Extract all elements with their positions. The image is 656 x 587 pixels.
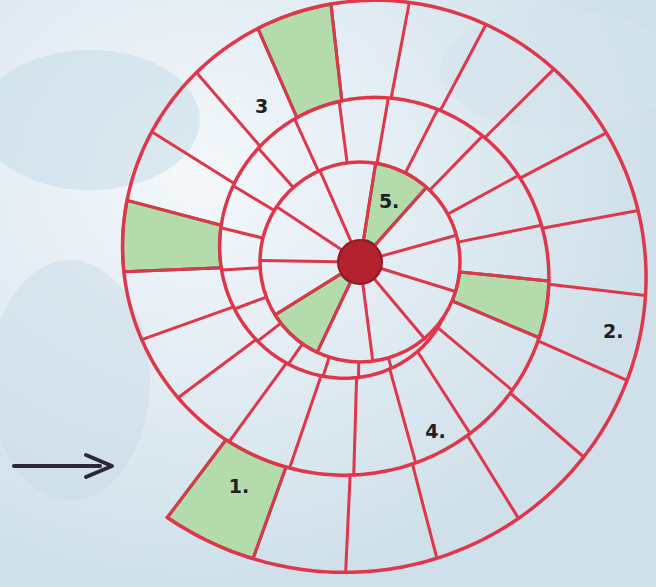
green-cell — [452, 272, 549, 338]
cell-divider — [229, 363, 286, 442]
centre-divider — [363, 163, 375, 240]
cell-divider — [458, 225, 541, 242]
green-cell — [167, 440, 286, 559]
cell-divider — [542, 211, 638, 229]
cell-divider — [448, 175, 519, 214]
start-arrow — [14, 455, 112, 477]
cell-divider — [235, 297, 267, 309]
cell-divider — [339, 101, 347, 162]
callout-number: 3 — [255, 96, 268, 115]
cell-divider — [323, 357, 329, 376]
cell-divider — [485, 69, 554, 138]
centre-dot — [338, 240, 382, 284]
cell-divider — [178, 340, 256, 398]
watercolor-blot — [440, 10, 656, 130]
green-wedge — [363, 163, 426, 245]
cell-divider — [452, 301, 539, 338]
cell-divider — [258, 148, 293, 187]
cell-divider — [233, 186, 274, 211]
cell-divider — [438, 328, 512, 391]
cell-divider — [357, 362, 360, 377]
cell-divider — [167, 440, 226, 518]
centre-divider — [381, 235, 456, 256]
cell-divider — [196, 73, 260, 147]
cell-divider — [127, 200, 221, 225]
arrow-head — [86, 455, 112, 477]
callout-number: 2. — [603, 322, 623, 341]
centre-divider — [381, 269, 456, 292]
callout-number: 1. — [229, 476, 249, 495]
callout-number: 4. — [425, 421, 445, 440]
cell-divider — [222, 268, 261, 270]
cell-divider — [288, 344, 302, 364]
centre-divider — [374, 279, 424, 339]
arrow-shaft — [14, 464, 100, 468]
cell-divider — [152, 132, 235, 184]
cell-divider — [354, 378, 357, 475]
cell-divider — [538, 341, 627, 380]
green-wedge — [275, 274, 350, 353]
cell-divider — [440, 25, 486, 111]
cell-divider — [258, 323, 281, 341]
board-drawing — [123, 0, 646, 572]
cell-divider — [412, 464, 436, 558]
spiral-wall — [123, 0, 646, 572]
cell-divider — [377, 98, 388, 164]
cell-divider — [391, 2, 409, 98]
cell-divider — [459, 272, 548, 281]
centre-divider — [277, 207, 342, 250]
centre-circle — [260, 162, 460, 362]
watercolor-blot — [0, 50, 200, 190]
cell-divider — [331, 4, 342, 101]
cell-divider — [430, 136, 483, 190]
green-cell — [123, 200, 222, 271]
centre-divider — [260, 261, 338, 262]
centre-divider — [317, 282, 350, 352]
cell-divider — [405, 109, 437, 172]
cell-divider — [253, 467, 286, 559]
cell-divider — [142, 307, 234, 340]
centre-divider — [275, 274, 341, 315]
cell-divider — [124, 268, 221, 272]
cell-divider — [510, 393, 583, 457]
centre-divider — [363, 284, 373, 361]
centre-divider — [320, 170, 351, 241]
cell-divider — [221, 228, 263, 238]
cell-divider — [295, 119, 319, 171]
callout-number: 5. — [379, 191, 399, 210]
centre-divider — [375, 187, 427, 245]
cell-divider — [549, 284, 646, 295]
cell-divider — [290, 376, 322, 468]
cell-divider — [520, 133, 606, 178]
cell-divider — [346, 475, 350, 572]
cell-divider — [467, 436, 518, 519]
cell-divider — [390, 369, 416, 463]
